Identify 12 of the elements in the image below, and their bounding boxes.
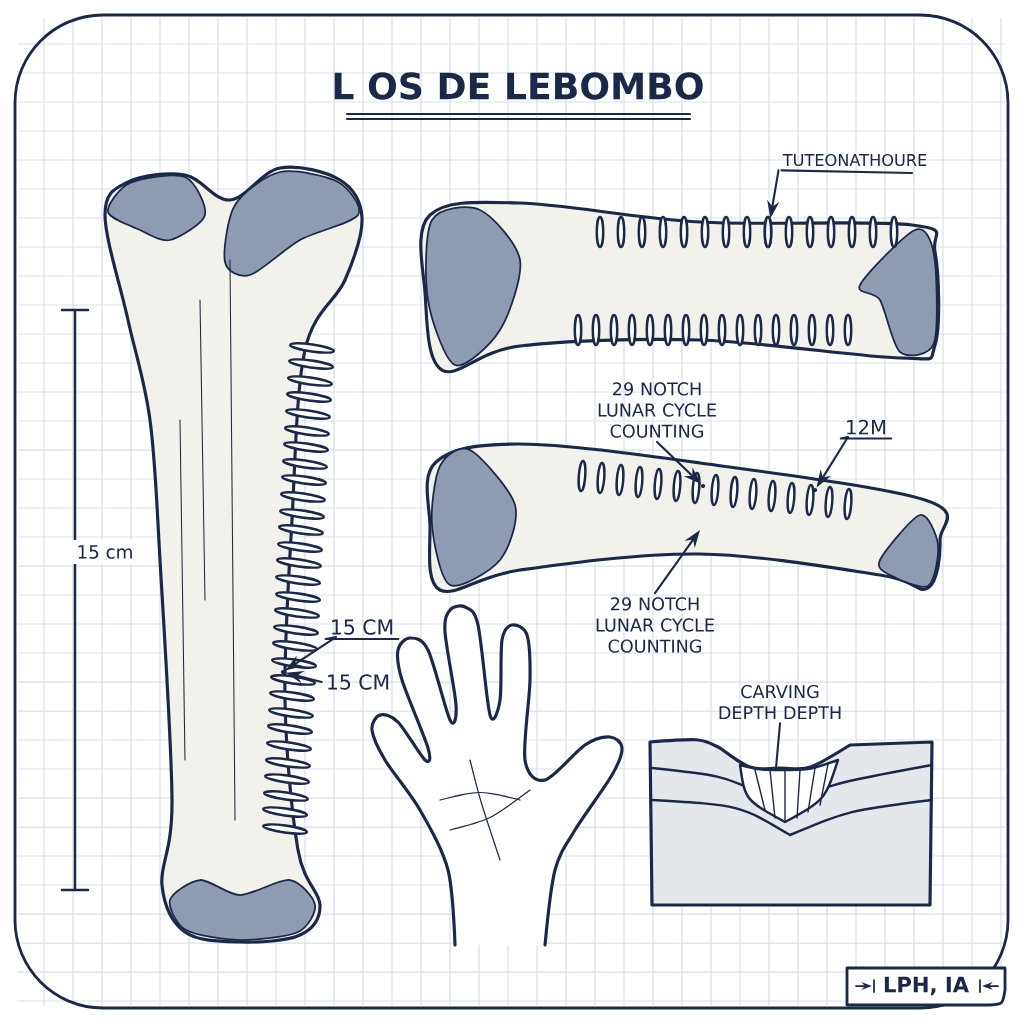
notch	[763, 215, 773, 249]
title: L OS DE LEBOMBO	[334, 72, 703, 100]
leader-label: 15 CM	[332, 619, 393, 635]
leader-label: 29 NOTCH LUNAR CYCLE COUNTING	[598, 382, 716, 438]
leader-label: 15 CM	[328, 674, 389, 690]
leader-line	[774, 722, 782, 770]
leader-label: 29 NOTCH LUNAR CYCLE COUNTING	[596, 597, 714, 653]
leader-label: CARVING DEPTH DEPTH	[719, 684, 841, 720]
leader-label: TUTEONATHOURE	[782, 153, 927, 167]
leader-label: 12M	[847, 419, 886, 435]
dimension-label: 15 cm	[71, 539, 139, 565]
credit-box: LPH, IA	[845, 966, 1007, 1007]
